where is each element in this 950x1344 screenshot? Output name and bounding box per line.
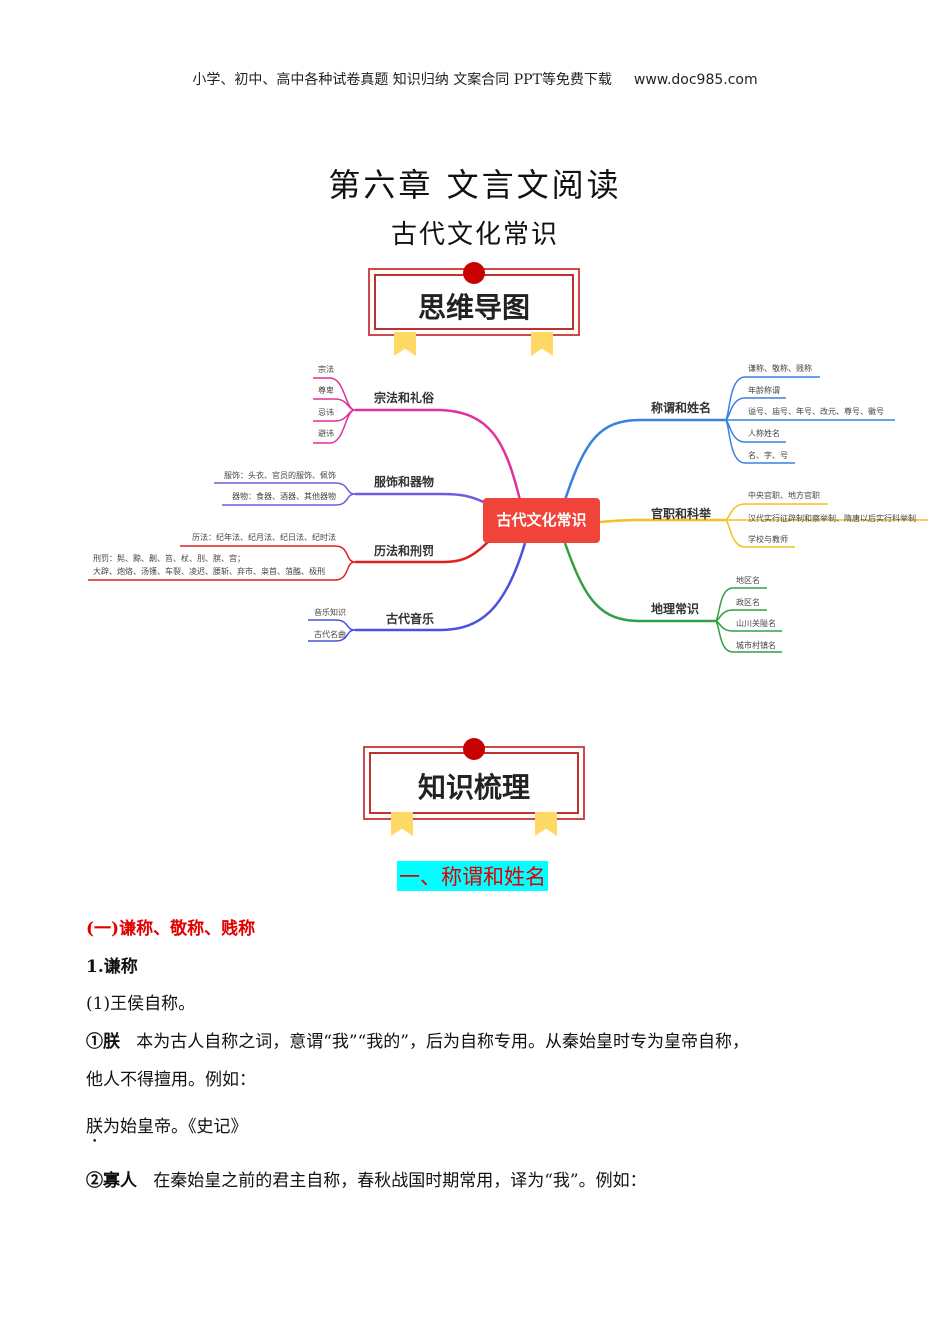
- branch-label: 古代音乐: [386, 612, 435, 626]
- item-subheading: (1)王侯自称。: [86, 994, 196, 1014]
- branch-line: [355, 408, 522, 501]
- section-heading: 一、称谓和姓名: [397, 861, 548, 891]
- branch-line: [563, 418, 725, 501]
- term: ①朕: [86, 1032, 120, 1052]
- leaf-label: 避讳: [318, 429, 334, 438]
- ribbon-icon: [535, 812, 557, 836]
- ribbon-icon: [531, 332, 553, 356]
- term: ②寡人: [86, 1171, 137, 1191]
- leaf-label: 宗法: [318, 365, 334, 374]
- leaf-label: 年龄称谓: [748, 386, 780, 395]
- header-text: 小学、初中、高中各种试卷真题 知识归纳 文案合同 PPT等免费下载: [192, 72, 612, 88]
- paragraph-text: 本为古人自称之词，意谓“我”“我的”，后为自称专用。从秦始皇时专为皇帝自称，: [136, 1032, 749, 1052]
- example-text: 为始皇帝。《史记》: [103, 1117, 248, 1137]
- ribbon-icon: [391, 812, 413, 836]
- leaf-label: 尊卑: [318, 386, 334, 395]
- leaf-label: 忌讳: [318, 408, 334, 417]
- branch-line: [355, 492, 491, 507]
- subsection-heading: (一)谦称、敬称、贱称: [86, 919, 256, 939]
- banner-title: 知识梳理: [417, 771, 530, 804]
- chapter-title: 第六章 文言文阅读: [328, 166, 622, 204]
- item-heading: 1.谦称: [86, 957, 138, 977]
- paragraph: ①朕 本为古人自称之词，意谓“我”“我的”，后为自称专用。从秦始皇时专为皇帝自称…: [86, 1027, 749, 1052]
- branch-label: 地理常识: [651, 602, 700, 616]
- leaf-label: 服饰：头衣、官员的服饰、佩饰: [224, 471, 336, 480]
- mindmap-center-node: 古代文化常识: [483, 498, 600, 543]
- leaf-label: 山川关隘名: [736, 619, 776, 628]
- leaf-label: 学校与教师: [748, 535, 788, 544]
- mindmap-banner: 思维导图: [368, 262, 580, 357]
- branch-label: 宗法和礼俗: [374, 391, 435, 405]
- branch-label: 服饰和器物: [374, 475, 435, 489]
- page-header: 小学、初中、高中各种试卷真题 知识归纳 文案合同 PPT等免费下载 www.doc…: [0, 69, 950, 89]
- header-url[interactable]: www.doc985.com: [633, 72, 758, 88]
- branch-line: [563, 542, 715, 623]
- leaf-label: 大辟、炮烙、汤镬、车裂、凌迟、腰斩、弃市、枭首、菹醢、极刑: [93, 567, 325, 576]
- banner-dot-icon: [463, 262, 485, 284]
- paragraph-text: 在秦始皇之前的君主自称，春秋战国时期常用，译为“我”。例如：: [153, 1171, 647, 1191]
- example: 朕为始皇帝。《史记》: [86, 1112, 248, 1147]
- branch-line: [599, 518, 725, 524]
- branch-label: 称谓和姓名: [651, 401, 712, 415]
- leaf-label: 谥号、庙号、年号、改元、尊号、徽号: [748, 407, 884, 416]
- banner-dot-icon: [463, 738, 485, 760]
- emphasized-char: 朕: [86, 1117, 103, 1137]
- ribbon-icon: [394, 332, 416, 356]
- leaf-label: 音乐知识: [314, 608, 346, 617]
- leaf-label: 器物：食器、酒器、其他器物: [232, 492, 336, 501]
- branch-line: [355, 539, 491, 564]
- leaf-label: 谦称、敬称、贱称: [748, 364, 812, 373]
- leaf-label: 城市村镇名: [736, 641, 776, 650]
- mindmap-lines: [88, 376, 928, 653]
- leaf-label: 名、字、号: [748, 451, 788, 460]
- branch-label: 历法和刑罚: [374, 544, 435, 558]
- leaf-label: 政区名: [736, 598, 760, 607]
- chapter-subtitle: 古代文化常识: [390, 220, 559, 250]
- leaf-label: 中央官职、地方官职: [748, 491, 820, 500]
- paragraph: 他人不得擅用。例如：: [86, 1070, 256, 1090]
- banner-title: 思维导图: [417, 291, 530, 324]
- leaf-label: 汉代实行征辟制和察举制、隋唐以后实行科举制: [748, 514, 916, 523]
- leaf-label: 历法：纪年法、纪月法、纪日法、纪时法: [192, 533, 336, 542]
- leaf-label: 刑罚：髡、黥、劓、笞、杖、刖、膑、宫；: [93, 554, 245, 563]
- knowledge-banner: 知识梳理: [363, 738, 585, 838]
- leaf-label: 地区名: [736, 576, 760, 585]
- paragraph: ②寡人 在秦始皇之前的君主自称，春秋战国时期常用，译为“我”。例如：: [86, 1166, 647, 1191]
- branch-line: [355, 542, 527, 632]
- leaf-label: 人称姓名: [748, 429, 780, 438]
- leaf-label: 古代名曲: [314, 630, 346, 639]
- branch-label: 官职和科举: [651, 507, 712, 521]
